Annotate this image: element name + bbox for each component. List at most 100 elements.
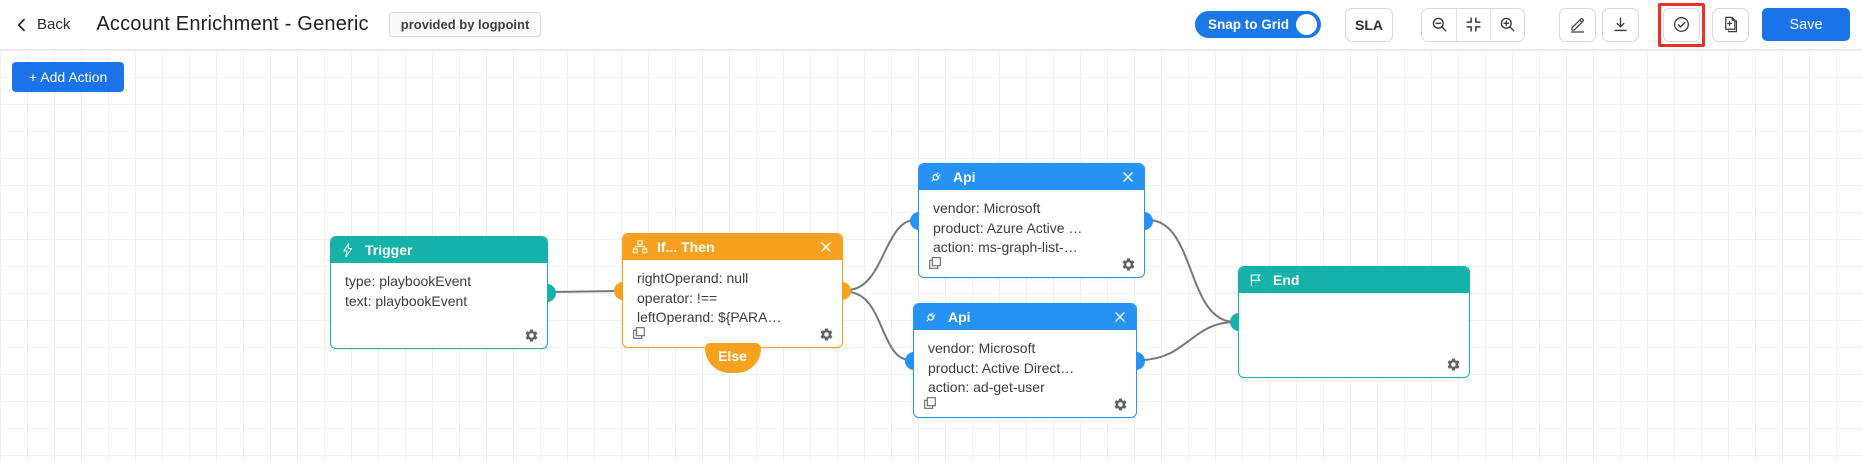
- edge-if-to-api1: [846, 219, 916, 291]
- magnifier-minus-icon: [1430, 15, 1449, 34]
- node-trigger[interactable]: Trigger type: playbookEvent text: playbo…: [330, 236, 556, 349]
- node-settings-icon[interactable]: [1121, 257, 1136, 272]
- duplicate-node-icon[interactable]: [631, 325, 647, 341]
- validate-button[interactable]: [1663, 7, 1700, 42]
- add-action-button[interactable]: + Add Action: [12, 62, 125, 92]
- node-settings-icon[interactable]: [524, 328, 539, 343]
- node-param: product: Azure Active …: [933, 219, 1083, 236]
- node-param: rightOperand: null: [637, 270, 749, 286]
- toggle-knob: [1296, 14, 1317, 35]
- node-api-body: vendor: Microsoft product: Active Direct…: [914, 330, 1136, 398]
- page-title: Account Enrichment - Generic: [96, 13, 369, 35]
- output-connector[interactable]: [1144, 211, 1153, 230]
- plug-icon: [923, 309, 939, 325]
- plug-icon: [928, 169, 944, 185]
- duplicate-node-icon[interactable]: [922, 395, 938, 411]
- edge-if-to-api2: [846, 291, 911, 361]
- node-param: text: playbookEvent: [345, 292, 468, 309]
- close-icon: [1121, 170, 1135, 184]
- node-param: vendor: Microsoft: [928, 340, 1036, 356]
- snap-to-grid-label: Snap to Grid: [1208, 17, 1289, 32]
- fit-screen-button[interactable]: [1456, 8, 1490, 41]
- then-output-connector[interactable]: [842, 281, 851, 300]
- flag-icon: [1248, 272, 1264, 288]
- node-title: Api: [948, 309, 971, 325]
- node-param: type: playbookEvent: [345, 273, 472, 289]
- gear-icon: [1113, 397, 1128, 412]
- node-api-active-directory[interactable]: Api vendor: Microsoft product: Active Di…: [905, 303, 1145, 418]
- fit-screen-icon: [1464, 15, 1483, 34]
- playbook-canvas[interactable]: + Add Action Trigger type: playbookEvent…: [0, 50, 1862, 461]
- edge-api2-to-end: [1139, 321, 1236, 361]
- input-connector[interactable]: [614, 281, 623, 300]
- zoom-out-button[interactable]: [1422, 8, 1456, 41]
- duplicate-playbook-button[interactable]: [1712, 7, 1749, 42]
- copy-icon: [631, 325, 647, 341]
- copy-icon: [922, 395, 938, 411]
- zoom-in-button[interactable]: [1490, 8, 1524, 41]
- save-button[interactable]: Save: [1762, 8, 1850, 41]
- node-title: End: [1273, 272, 1300, 288]
- duplicate-node-icon[interactable]: [927, 255, 943, 271]
- back-button[interactable]: Back: [14, 16, 70, 33]
- chevron-left-icon: [14, 17, 30, 33]
- top-bar: Back Account Enrichment - Generic provid…: [0, 0, 1862, 50]
- close-icon: [1113, 310, 1127, 324]
- input-connector[interactable]: [905, 351, 914, 370]
- sitemap-icon: [632, 239, 648, 255]
- magnifier-plus-icon: [1498, 15, 1517, 34]
- node-if-then-header: If... Then: [623, 234, 842, 260]
- node-api-azure-ad[interactable]: Api vendor: Microsoft product: Azure Act…: [910, 163, 1153, 278]
- output-connector[interactable]: [547, 283, 556, 302]
- gear-icon: [524, 328, 539, 343]
- highlight-frame: [1658, 2, 1705, 47]
- node-end-body: [1239, 293, 1469, 302]
- sla-button[interactable]: SLA: [1345, 7, 1393, 42]
- node-trigger-header: Trigger: [331, 237, 547, 263]
- node-title: Trigger: [365, 242, 413, 258]
- node-settings-icon[interactable]: [1446, 357, 1461, 372]
- input-connector[interactable]: [1230, 313, 1239, 331]
- close-icon: [819, 240, 833, 254]
- node-api-body: vendor: Microsoft product: Azure Active …: [919, 190, 1144, 258]
- check-circle-icon: [1672, 15, 1691, 34]
- gear-icon: [1121, 257, 1136, 272]
- copy-icon: [927, 255, 943, 271]
- close-node-button[interactable]: [1121, 170, 1135, 184]
- node-title: If... Then: [657, 239, 715, 255]
- close-node-button[interactable]: [819, 240, 833, 254]
- node-trigger-body: type: playbookEvent text: playbookEvent: [331, 263, 547, 311]
- edge-layer: [550, 219, 1236, 361]
- node-end[interactable]: End: [1230, 266, 1470, 378]
- node-settings-icon[interactable]: [1113, 397, 1128, 412]
- edge-api1-to-end: [1147, 219, 1236, 323]
- edge-trigger-to-if: [550, 290, 620, 293]
- gear-icon: [1446, 357, 1461, 372]
- node-param: action: ad-get-user: [928, 379, 1045, 395]
- close-node-button[interactable]: [1113, 310, 1127, 324]
- download-button[interactable]: [1602, 7, 1639, 42]
- node-param: vendor: Microsoft: [933, 200, 1041, 216]
- provided-by-badge: provided by logpoint: [388, 12, 542, 37]
- pencil-icon: [1568, 15, 1587, 34]
- download-icon: [1611, 15, 1630, 34]
- node-if-then-body: rightOperand: null operator: !== leftOpe…: [623, 260, 842, 328]
- node-api-header: Api: [919, 164, 1144, 190]
- node-if-then[interactable]: If... Then rightOperand: null operator: …: [614, 233, 851, 373]
- document-plus-icon: [1721, 15, 1740, 34]
- node-api-header: Api: [914, 304, 1136, 330]
- output-connector[interactable]: [1136, 351, 1145, 370]
- node-settings-icon[interactable]: [819, 327, 834, 342]
- back-label: Back: [37, 16, 71, 33]
- snap-to-grid-toggle[interactable]: Snap to Grid: [1195, 11, 1321, 38]
- lightning-bolt-icon: [340, 242, 356, 258]
- gear-icon: [819, 327, 834, 342]
- node-param: product: Active Direct…: [928, 359, 1075, 376]
- node-end-header: End: [1239, 267, 1469, 293]
- input-connector[interactable]: [910, 211, 919, 230]
- node-param: leftOperand: ${PARA…: [637, 309, 782, 325]
- zoom-controls: [1421, 7, 1525, 42]
- node-title: Api: [953, 169, 976, 185]
- edit-button[interactable]: [1559, 7, 1596, 42]
- node-param: action: ms-graph-list-…: [933, 239, 1078, 255]
